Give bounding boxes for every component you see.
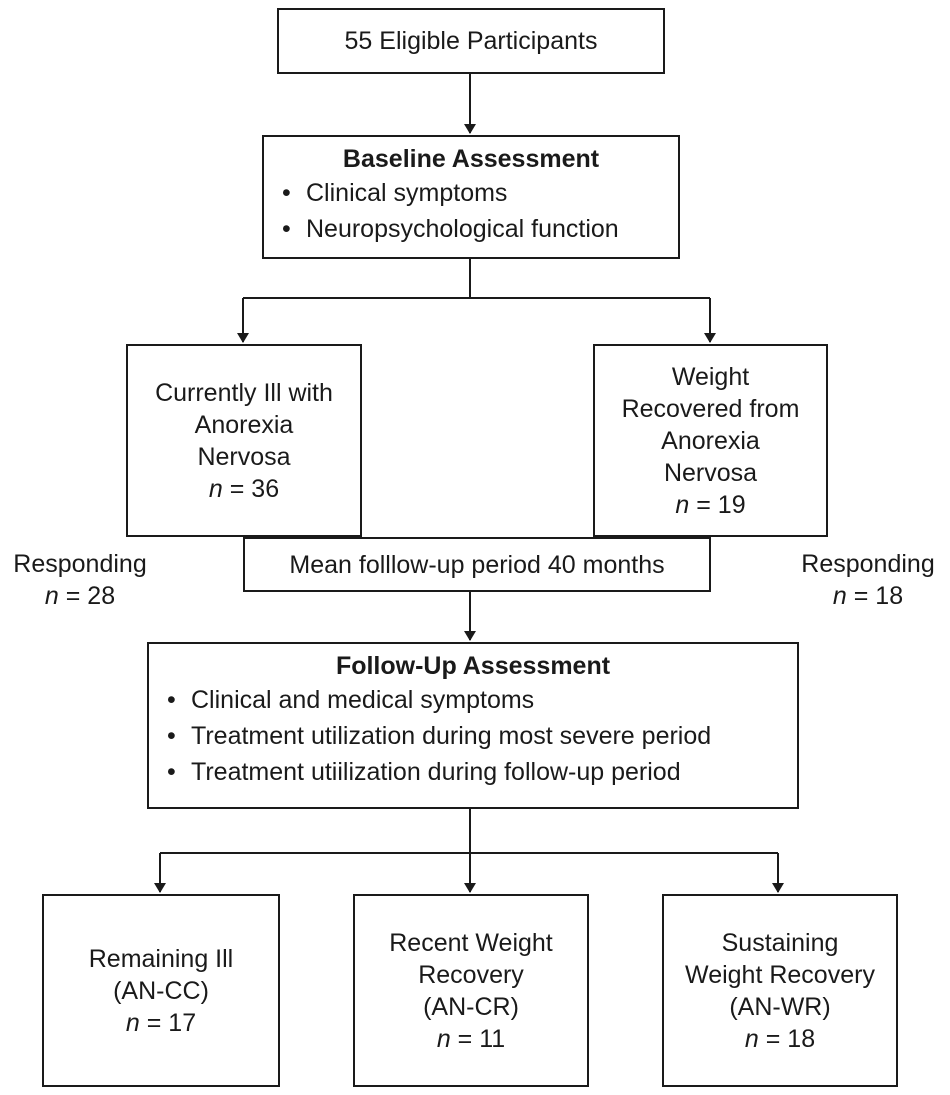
n-value: = 11 bbox=[450, 1024, 506, 1053]
outcome-line: (AN-CR) bbox=[423, 992, 519, 1021]
outcome-line: (AN-CC) bbox=[113, 976, 209, 1005]
outcome-line: Recovery bbox=[418, 960, 524, 989]
responding-left: Responding n = 28 bbox=[0, 548, 160, 612]
weight-recovered-line: Recovered from bbox=[621, 394, 800, 423]
outcome-n: n = 11 bbox=[437, 1023, 505, 1055]
weight-recovered-box: Weight Recovered from Anorexia Nervosa n… bbox=[593, 344, 828, 537]
currently-ill-n: n = 36 bbox=[209, 473, 279, 505]
outcome-line: Remaining Ill bbox=[88, 944, 234, 973]
outcome-n: n = 17 bbox=[126, 1007, 196, 1039]
outcome-line: Weight Recovery bbox=[685, 960, 875, 989]
outcome-line: (AN-WR) bbox=[729, 992, 831, 1021]
eligible-participants-box: 55 Eligible Participants bbox=[277, 8, 665, 74]
baseline-assessment-title: Baseline Assessment bbox=[342, 145, 600, 173]
responding-left-n: n = 28 bbox=[0, 580, 160, 612]
eligible-participants-text: 55 Eligible Participants bbox=[344, 27, 598, 55]
followup-item: Treatment utilization during most severe… bbox=[167, 718, 779, 754]
responding-left-label: Responding bbox=[13, 550, 147, 578]
outcome-line: Recent Weight bbox=[389, 928, 553, 957]
outcome-line: Sustaining bbox=[721, 928, 839, 957]
n-value: = 18 bbox=[758, 1024, 816, 1053]
weight-recovered-n: n = 19 bbox=[675, 489, 745, 521]
followup-assessment-box: Follow-Up Assessment Clinical and medica… bbox=[147, 642, 799, 809]
followup-item: Treatment utiilization during follow-up … bbox=[167, 754, 779, 790]
responding-right-n: n = 18 bbox=[788, 580, 948, 612]
n-value: = 18 bbox=[846, 582, 904, 610]
n-value: = 17 bbox=[139, 1008, 197, 1037]
baseline-assessment-box: Baseline Assessment Clinical symptoms Ne… bbox=[262, 135, 680, 259]
sustaining-weight-recovery-box: Sustaining Weight Recovery (AN-WR) n = 1… bbox=[662, 894, 898, 1087]
outcome-n: n = 18 bbox=[745, 1023, 815, 1055]
weight-recovered-line: Nervosa bbox=[663, 458, 758, 487]
n-value: = 19 bbox=[689, 490, 746, 519]
currently-ill-line: Nervosa bbox=[197, 442, 291, 471]
baseline-item: Clinical symptoms bbox=[282, 175, 660, 211]
currently-ill-line: Currently Ill with bbox=[155, 378, 333, 407]
weight-recovered-line: Anorexia bbox=[661, 426, 760, 455]
responding-right-label: Responding bbox=[801, 550, 935, 578]
n-symbol: n bbox=[125, 1008, 140, 1037]
currently-ill-line: Anorexia bbox=[194, 410, 294, 439]
remaining-ill-box: Remaining Ill (AN-CC) n = 17 bbox=[42, 894, 280, 1087]
currently-ill-box: Currently Ill with Anorexia Nervosa n = … bbox=[126, 344, 362, 537]
n-symbol: n bbox=[208, 474, 223, 503]
n-value: = 36 bbox=[222, 474, 280, 503]
n-symbol: n bbox=[744, 1024, 759, 1053]
n-symbol: n bbox=[436, 1024, 451, 1053]
n-symbol: n bbox=[832, 582, 847, 610]
followup-item: Clinical and medical symptoms bbox=[167, 682, 779, 718]
responding-right: Responding n = 18 bbox=[788, 548, 948, 612]
recent-weight-recovery-box: Recent Weight Recovery (AN-CR) n = 11 bbox=[353, 894, 589, 1087]
followup-assessment-title: Follow-Up Assessment bbox=[335, 652, 611, 680]
n-symbol: n bbox=[44, 582, 59, 610]
followup-period-box: Mean folllow-up period 40 months bbox=[243, 537, 711, 592]
weight-recovered-line: Weight bbox=[671, 362, 750, 391]
followup-period-text: Mean folllow-up period 40 months bbox=[289, 550, 665, 579]
n-symbol: n bbox=[675, 490, 690, 519]
baseline-item: Neuropsychological function bbox=[282, 211, 660, 247]
n-value: = 28 bbox=[58, 582, 116, 610]
